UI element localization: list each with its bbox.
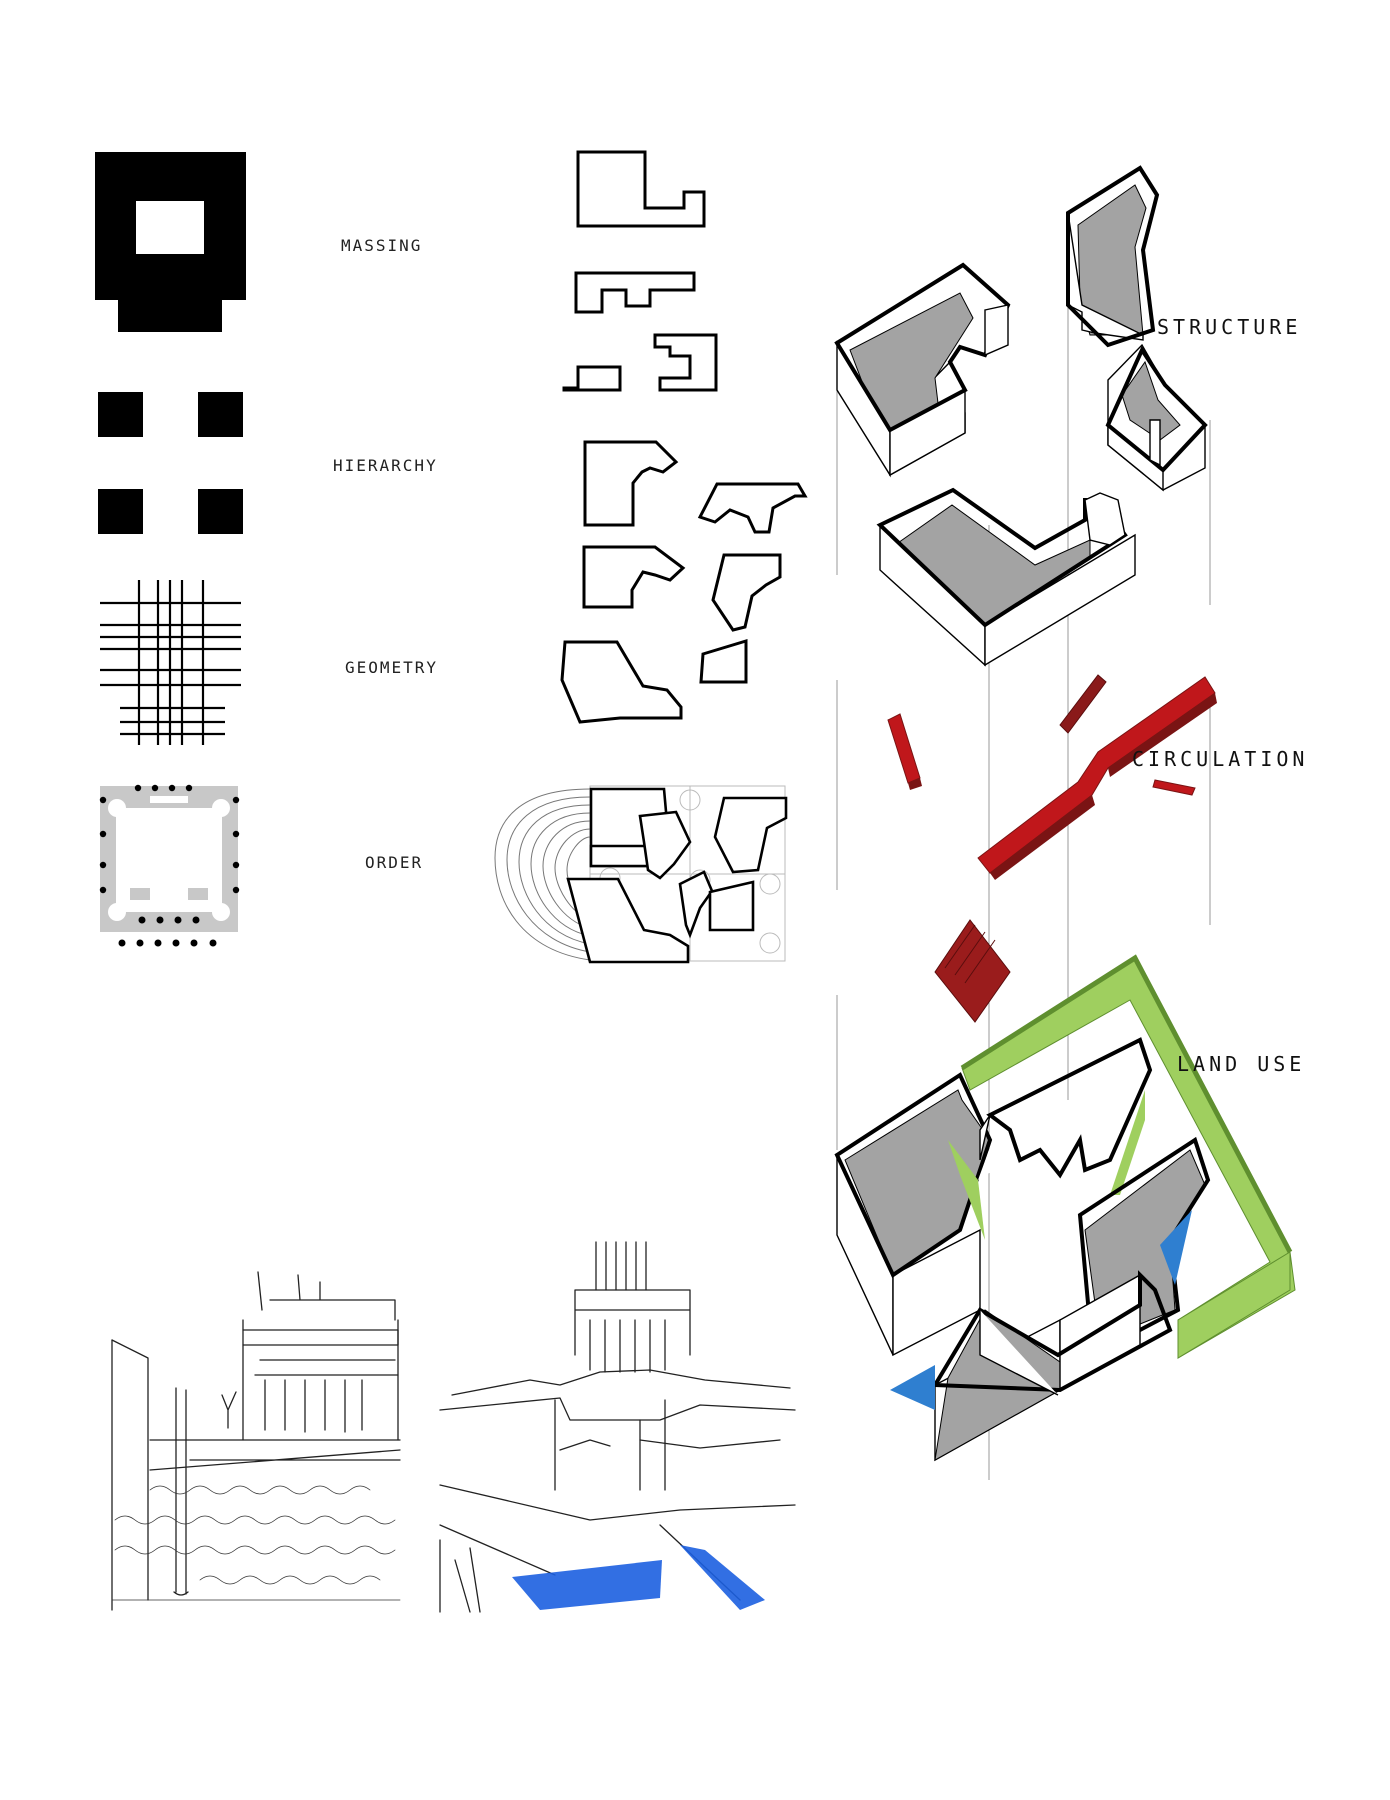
order-label: ORDER xyxy=(365,853,423,872)
hierarchy-outlines xyxy=(560,440,808,724)
circulation-label: CIRCULATION xyxy=(1132,747,1308,771)
geometry-label: GEOMETRY xyxy=(345,658,438,677)
structure-label: STRUCTURE xyxy=(1157,315,1301,339)
structure-block-top-right xyxy=(1066,165,1160,348)
structure-block-small xyxy=(1105,343,1208,492)
massing-outlines xyxy=(562,150,718,392)
massing-icon xyxy=(95,152,246,332)
order-site-plan xyxy=(494,785,788,964)
hierarchy-label: HIERARCHY xyxy=(333,456,438,475)
geometry-grid-icon xyxy=(100,580,241,745)
structure-block-left xyxy=(834,262,1011,478)
land-use-label: LAND USE xyxy=(1177,1052,1305,1076)
perspective-sketch-plaza xyxy=(108,1270,408,1612)
land-use-red-element xyxy=(934,919,1011,1023)
order-plan-icon xyxy=(99,784,240,947)
land-use-plaza xyxy=(834,954,1296,1462)
massing-label: MASSING xyxy=(341,236,422,255)
structure-block-bottom xyxy=(876,487,1136,667)
circulation-elements xyxy=(887,674,1217,880)
hierarchy-icon xyxy=(98,392,243,534)
perspective-sketch-water xyxy=(438,1240,798,1613)
